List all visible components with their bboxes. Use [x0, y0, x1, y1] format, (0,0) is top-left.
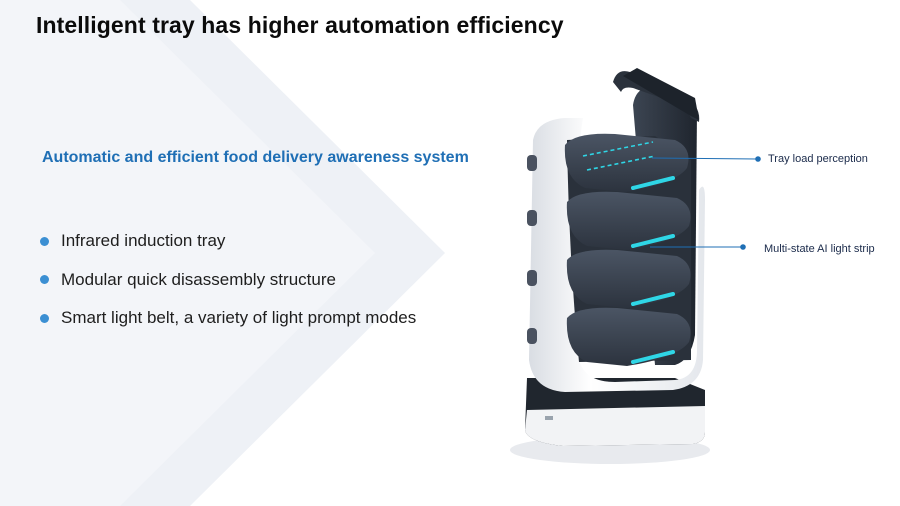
bullet-dot-icon	[40, 236, 49, 246]
callout-tray-load: Tray load perception	[768, 153, 868, 165]
slide-subtitle: Automatic and efficient food delivery aw…	[42, 149, 469, 166]
list-item: Smart light belt, a variety of light pro…	[40, 299, 416, 338]
delivery-robot-image	[510, 68, 710, 464]
list-item-text: Modular quick disassembly structure	[61, 269, 336, 289]
list-item: Infrared induction tray	[40, 222, 416, 261]
bullet-dot-icon	[40, 275, 49, 285]
list-item: Modular quick disassembly structure	[40, 261, 416, 300]
list-item-text: Infrared induction tray	[61, 231, 226, 251]
bullet-dot-icon	[40, 313, 49, 323]
slide-title: Intelligent tray has higher automation e…	[36, 12, 564, 38]
callout-light-strip: Multi-state AI light strip	[764, 243, 875, 255]
list-item-text: Smart light belt, a variety of light pro…	[61, 308, 417, 328]
feature-list: Infrared induction tray Modular quick di…	[40, 222, 416, 338]
